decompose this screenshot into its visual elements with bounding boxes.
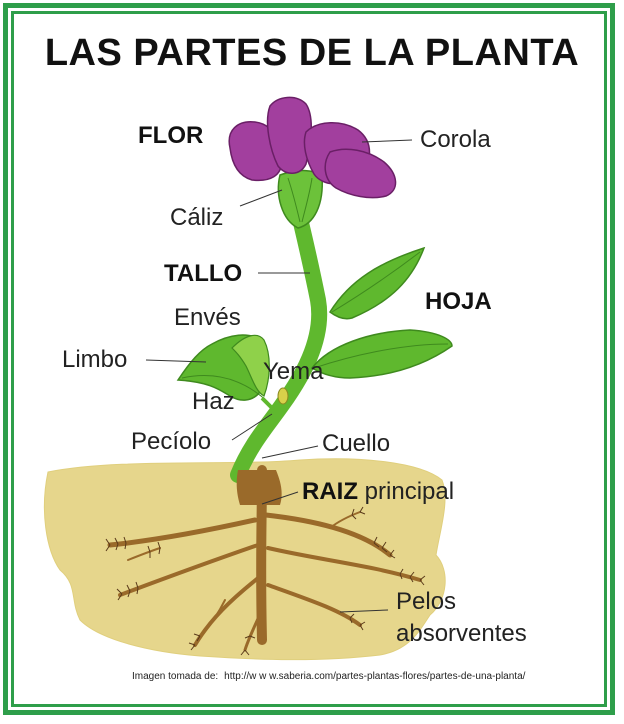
leader-cuello <box>261 445 319 459</box>
label-raiz-principal: RAIZ principal <box>302 478 454 506</box>
leader-lines <box>145 139 413 613</box>
root-hairs <box>105 506 426 656</box>
leader-raiz <box>261 491 299 505</box>
label-hoja: HOJA <box>425 288 492 315</box>
inner-border <box>11 11 607 707</box>
label-enves: Envés <box>174 304 241 331</box>
soil-area <box>43 458 446 661</box>
leader-limbo <box>145 359 207 363</box>
leaf-enves <box>231 334 270 397</box>
label-principal: principal <box>364 478 455 505</box>
leader-caliz <box>239 189 283 207</box>
label-cuello: Cuello <box>322 430 391 457</box>
bud <box>277 387 289 405</box>
corolla <box>228 96 397 199</box>
leader-corola <box>361 139 413 143</box>
leader-pelos <box>339 609 389 613</box>
root-collar <box>236 470 282 505</box>
label-caliz: Cáliz <box>170 204 224 231</box>
page-title: LAS PARTES DE LA PLANTA <box>44 32 580 74</box>
calyx <box>277 169 323 229</box>
stem <box>230 202 328 483</box>
label-yema: Yema <box>263 358 324 385</box>
image-credit: Imagen tomada de: http://w w w.saberia.co… <box>132 671 531 682</box>
label-pelos: Pelos <box>396 588 457 615</box>
label-tallo: TALLO <box>164 260 243 287</box>
leader-peciolo <box>231 413 273 441</box>
label-raiz: RAIZ <box>302 478 358 505</box>
leaf-lower <box>310 329 453 379</box>
petiole <box>260 396 280 416</box>
credit-prefix: Imagen tomada de: <box>132 671 219 682</box>
label-corola: Corola <box>420 126 491 153</box>
credit-url[interactable]: http://w w w.saberia.com/partes-plantas-… <box>224 671 526 682</box>
label-absorventes: absorventes <box>396 620 527 647</box>
outer-border <box>3 3 615 715</box>
label-flor: FLOR <box>138 122 204 149</box>
label-peciolo: Pecíolo <box>131 428 212 455</box>
label-limbo: Limbo <box>62 346 128 373</box>
label-haz: Haz <box>192 388 235 415</box>
